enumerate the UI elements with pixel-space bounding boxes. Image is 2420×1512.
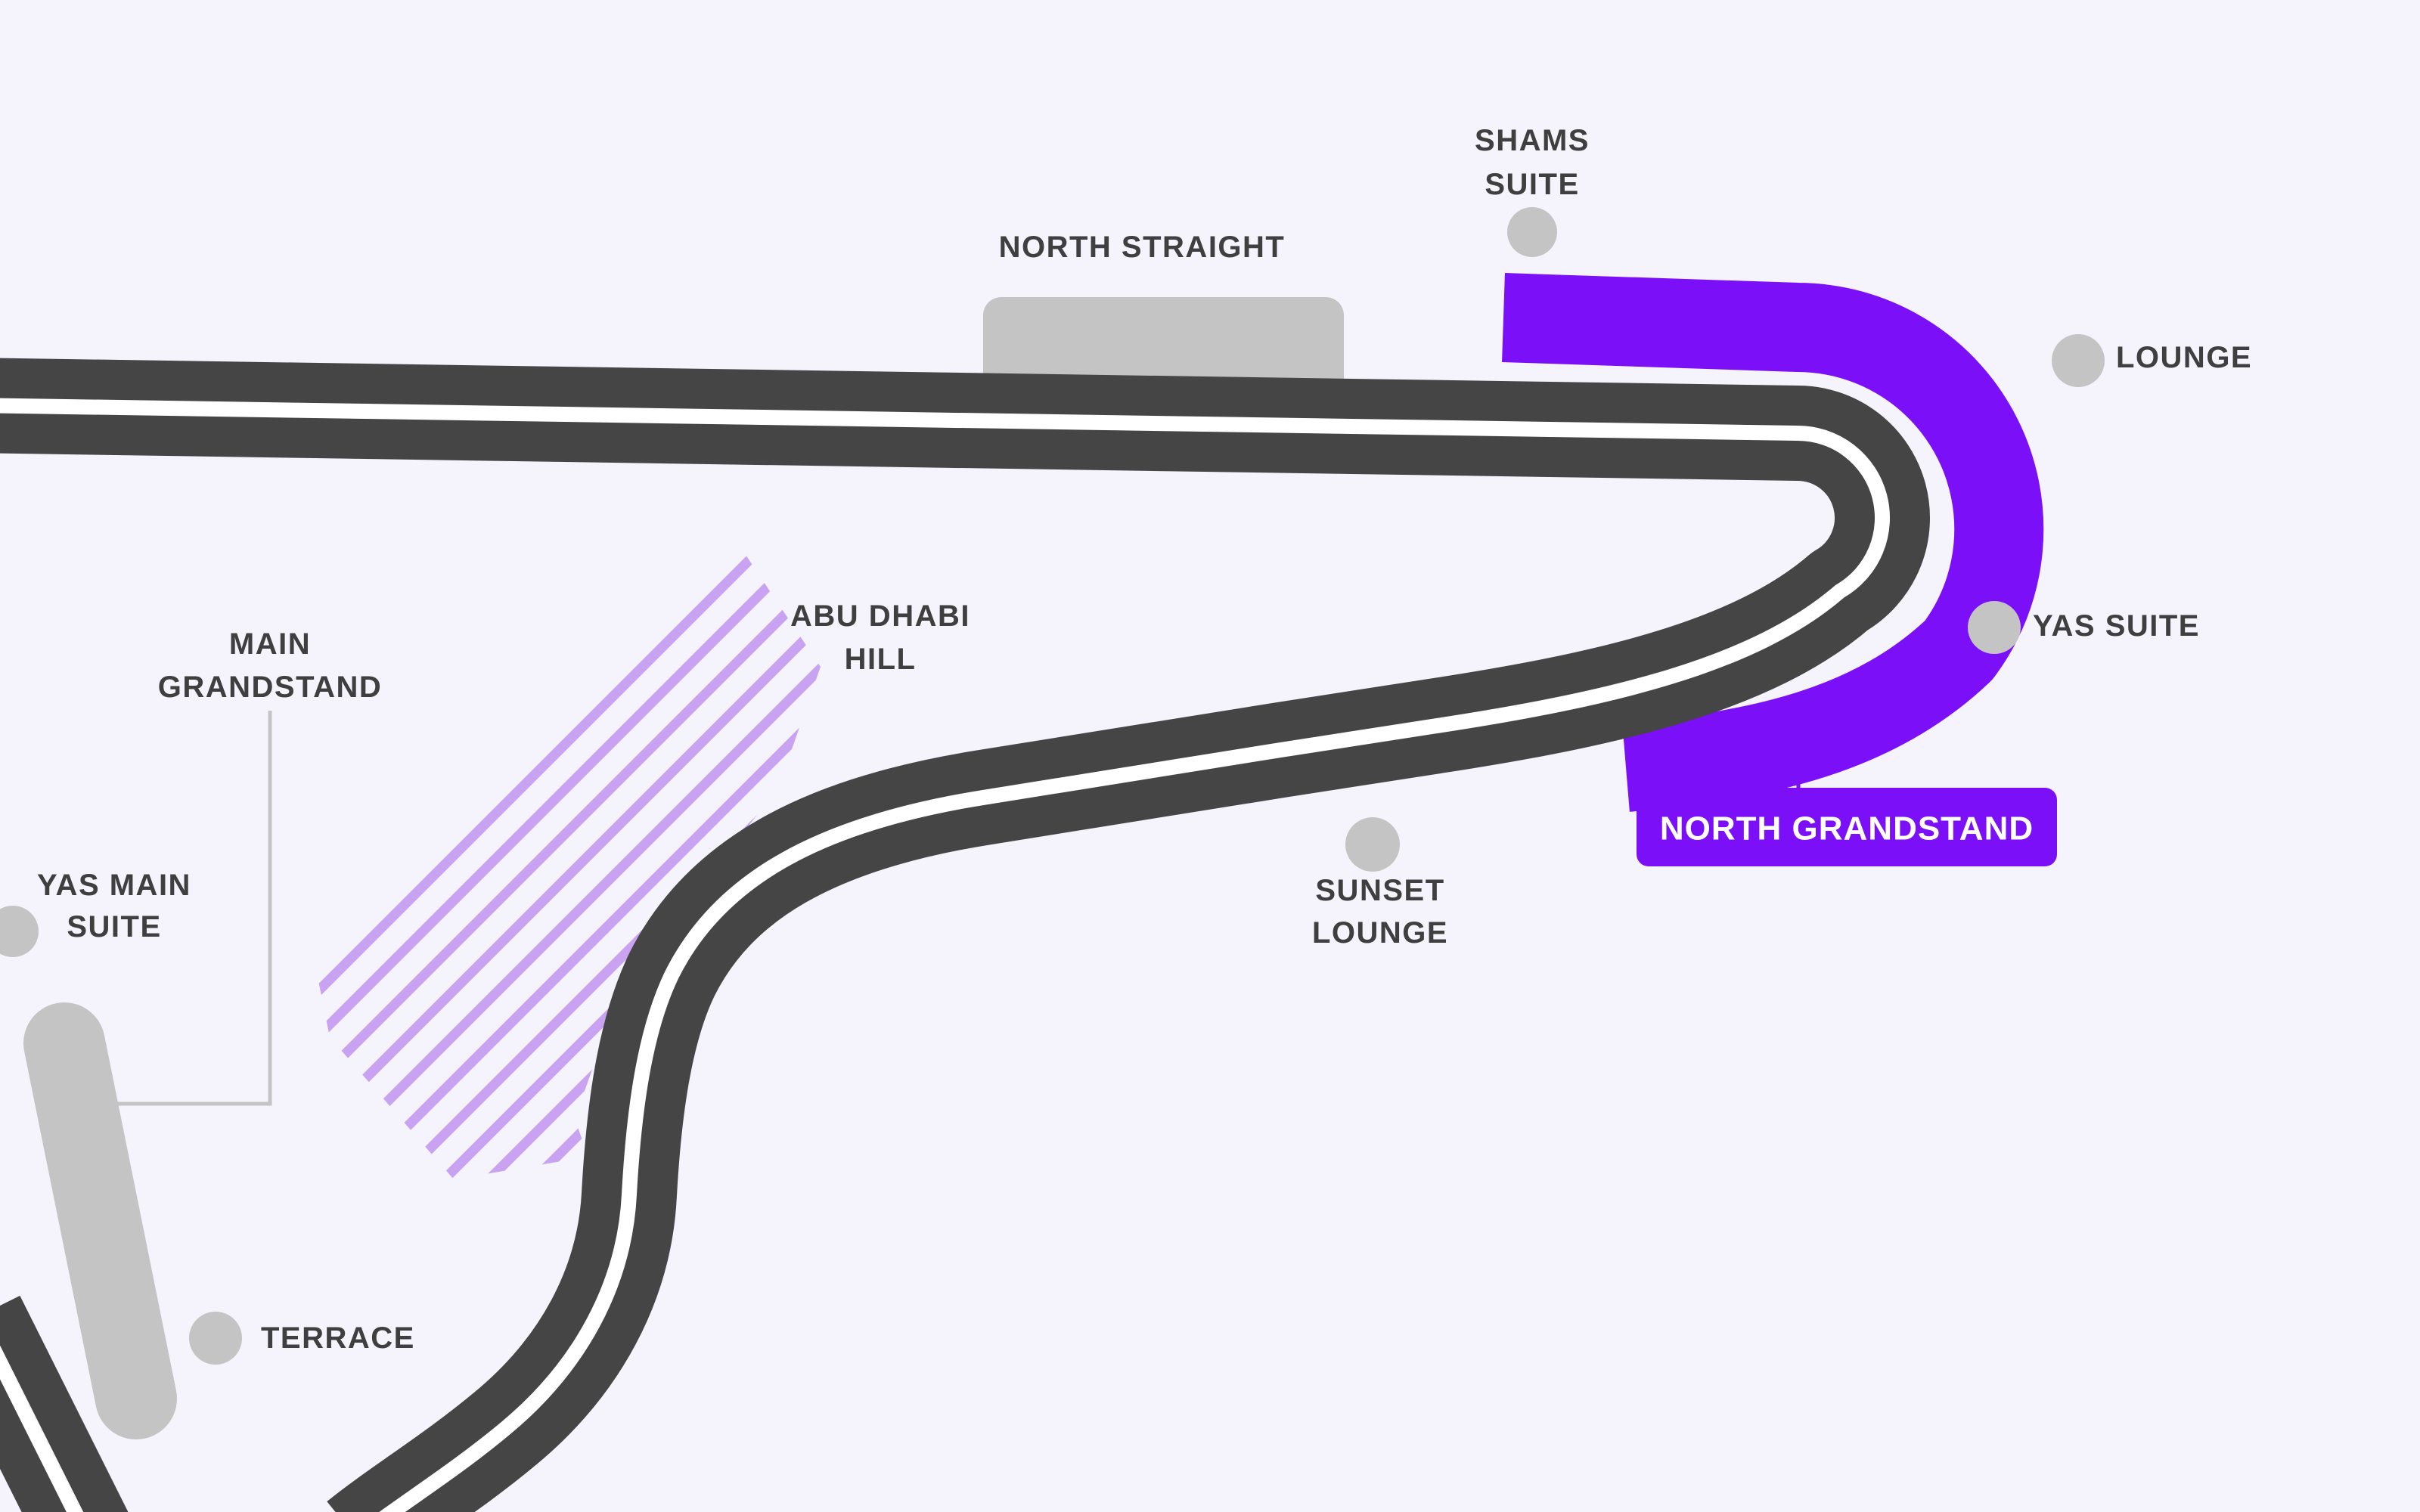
lounge-dot[interactable] <box>2052 334 2105 387</box>
main-grandstand-structure <box>23 1002 177 1439</box>
shams-suite-label-line1: SHAMS <box>1475 124 1590 157</box>
main-grandstand-label-line2: GRANDSTAND <box>158 671 382 704</box>
track-lower-left-centerline <box>0 1345 84 1512</box>
yas-suite-dot[interactable] <box>1968 601 2021 654</box>
abu-dhabi-hill-hatch-area <box>318 546 821 1179</box>
track-main-centerline <box>0 398 1890 1512</box>
north-grandstand-button[interactable]: NORTH GRANDSTAND <box>1637 788 2057 866</box>
lounge-label: LOUNGE <box>2116 341 2252 374</box>
north-straight-structure <box>983 297 1344 395</box>
yas-main-suite-label-line2: SUITE <box>67 910 161 943</box>
main-grandstand-connector-line <box>68 711 272 1106</box>
north-grandstand-highlight[interactable] <box>1502 273 2044 812</box>
sunset-lounge-label-line2: LOUNGE <box>1312 916 1448 950</box>
terrace-dot[interactable] <box>189 1312 242 1365</box>
yas-main-suite-dot[interactable] <box>0 906 39 957</box>
abu-dhabi-hill-label-line2: HILL <box>845 643 917 676</box>
yas-suite-label: YAS SUITE <box>2033 609 2200 643</box>
main-grandstand-label-line1: MAIN <box>229 627 311 661</box>
north-straight-label: NORTH STRAIGHT <box>999 231 1286 264</box>
abu-dhabi-hill-label-line1: ABU DHABI <box>790 600 970 633</box>
yas-main-suite-label-line1: YAS MAIN <box>37 869 191 902</box>
shams-suite-dot[interactable] <box>1507 207 1557 257</box>
terrace-label: TERRACE <box>261 1321 415 1355</box>
shams-suite-label-line2: SUITE <box>1485 168 1579 201</box>
north-grandstand-button-label: NORTH GRANDSTAND <box>1660 810 2034 847</box>
sunset-lounge-label-line1: SUNSET <box>1315 874 1444 907</box>
sunset-lounge-dot[interactable] <box>1345 817 1400 872</box>
